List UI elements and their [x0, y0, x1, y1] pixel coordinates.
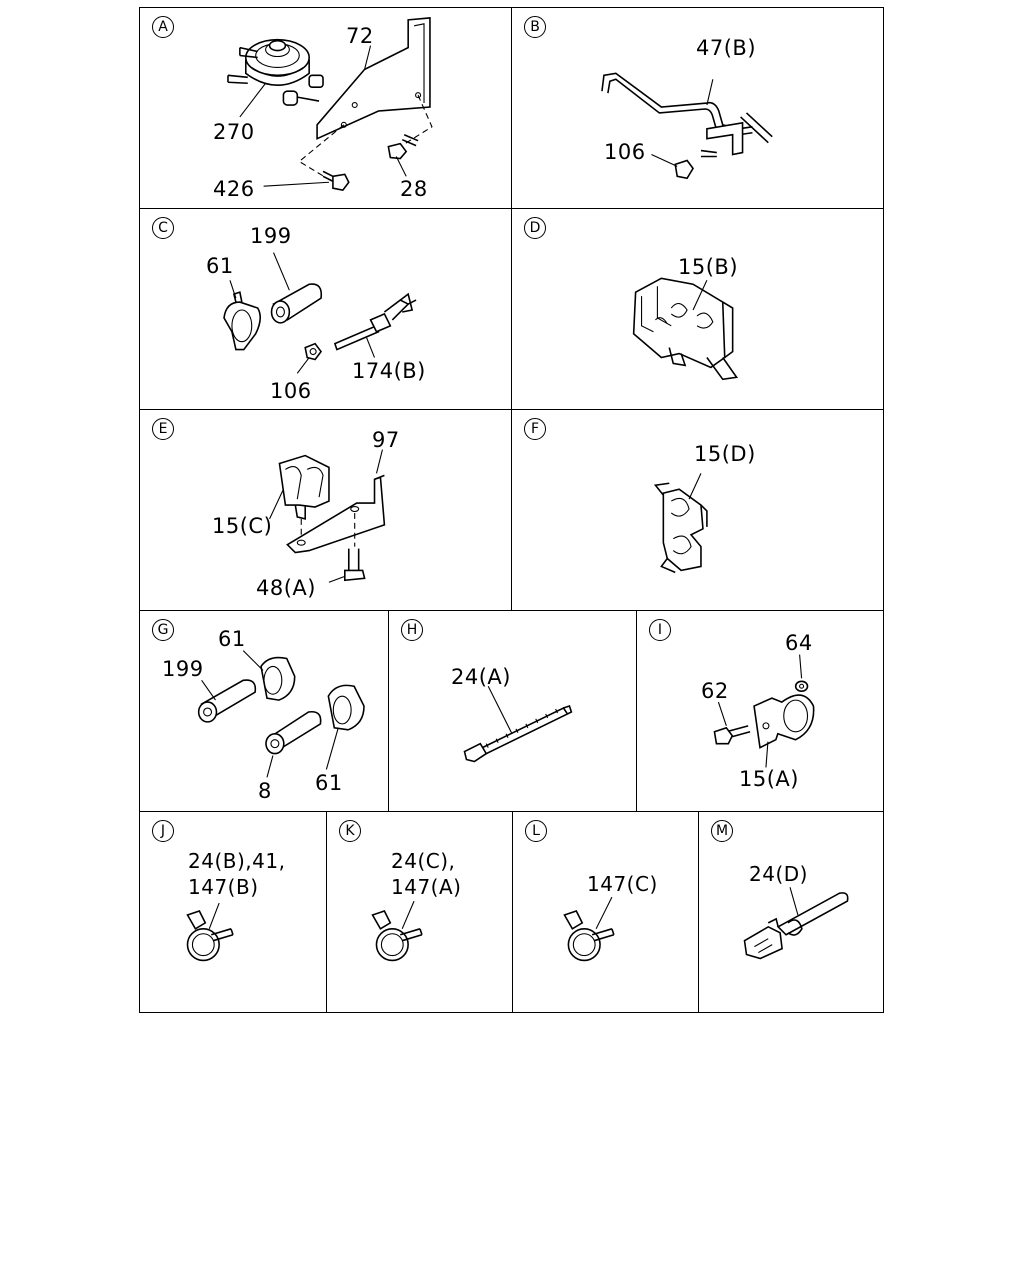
panel-letter-i: I: [649, 619, 671, 641]
callout-147c: 147(C): [587, 872, 658, 896]
panel-b: B 47(B) 106: [511, 7, 884, 209]
panel-m: M 24(D): [698, 811, 884, 1013]
clip-hose-stud-drawing: [223, 252, 417, 374]
callout-270: 270: [213, 120, 255, 144]
callout-106: 106: [270, 379, 312, 403]
panel-l: L 147(C): [512, 811, 699, 1013]
callout-15d: 15(D): [694, 442, 756, 466]
callout-8: 8: [258, 779, 272, 803]
callout-199: 199: [250, 224, 292, 248]
panel-letter-g: G: [152, 619, 174, 641]
panel-letter-f: F: [524, 418, 546, 440]
panel-letter-e: E: [152, 418, 174, 440]
callout-61-top: 61: [218, 627, 246, 651]
panel-letter-b: B: [524, 16, 546, 38]
callout-j-line2: 147(B): [188, 875, 259, 899]
callout-28: 28: [400, 177, 428, 201]
callout-97: 97: [372, 428, 400, 452]
cable-tie-clip-drawing: [743, 887, 849, 960]
hose-clamp-drawing: [186, 902, 234, 962]
callout-61-bottom: 61: [315, 771, 343, 795]
hose-clamp-drawing: [371, 900, 423, 962]
panel-letter-c: C: [152, 217, 174, 239]
panel-letter-k: K: [339, 820, 361, 842]
callout-24d: 24(D): [749, 862, 808, 886]
cable-tie-drawing: [463, 686, 573, 763]
callout-k-line1: 24(C),: [391, 849, 456, 873]
panel-k: K 24(C), 147(A): [326, 811, 513, 1013]
callout-15b: 15(B): [678, 255, 739, 279]
panel-e: E 97 15(C) 48(A): [139, 409, 512, 611]
callout-48a: 48(A): [256, 576, 316, 600]
panel-c: C 199 61 106 174(B): [139, 208, 512, 410]
callout-61: 61: [206, 254, 234, 278]
panel-g: G 61 199 8 61: [139, 610, 389, 812]
callout-15c: 15(C): [212, 514, 273, 538]
callout-k-line2: 147(A): [391, 875, 462, 899]
callout-174b: 174(B): [352, 359, 426, 383]
panel-letter-j: J: [152, 820, 174, 842]
panel-d: D 15(B): [511, 208, 884, 410]
tube-assembly-drawing: [601, 72, 773, 180]
vacuum-valve-bracket-drawing: [227, 17, 433, 192]
panel-a: A 72 270 426 28: [139, 7, 512, 209]
panel-letter-m: M: [711, 820, 733, 842]
callout-426: 426: [213, 177, 255, 201]
multi-clip-drawing: [632, 277, 738, 381]
callout-24a: 24(A): [451, 665, 511, 689]
callout-199: 199: [162, 657, 204, 681]
callout-j-line1: 24(B),41,: [188, 849, 286, 873]
panel-letter-l: L: [525, 820, 547, 842]
hose-clip-set-drawing: [197, 650, 365, 778]
dual-clip-drawing: [653, 473, 708, 574]
callout-106: 106: [604, 140, 646, 164]
callout-64: 64: [785, 631, 813, 655]
panel-letter-d: D: [524, 217, 546, 239]
panel-h: H 24(A): [388, 610, 637, 812]
panel-letter-a: A: [152, 16, 174, 38]
callout-72: 72: [346, 24, 374, 48]
callout-62: 62: [701, 679, 729, 703]
panel-f: F 15(D): [511, 409, 884, 611]
callout-47b: 47(B): [696, 36, 757, 60]
clip-bracket-bolt-drawing: [269, 449, 386, 583]
hose-clamp-drawing: [563, 896, 615, 962]
panel-j: J 24(B),41, 147(B): [139, 811, 327, 1013]
panel-letter-h: H: [401, 619, 423, 641]
p-clamp-bolt-washer-drawing: [713, 654, 815, 768]
callout-15a: 15(A): [739, 767, 799, 791]
panel-i: I 64 62 15(A): [636, 610, 884, 812]
